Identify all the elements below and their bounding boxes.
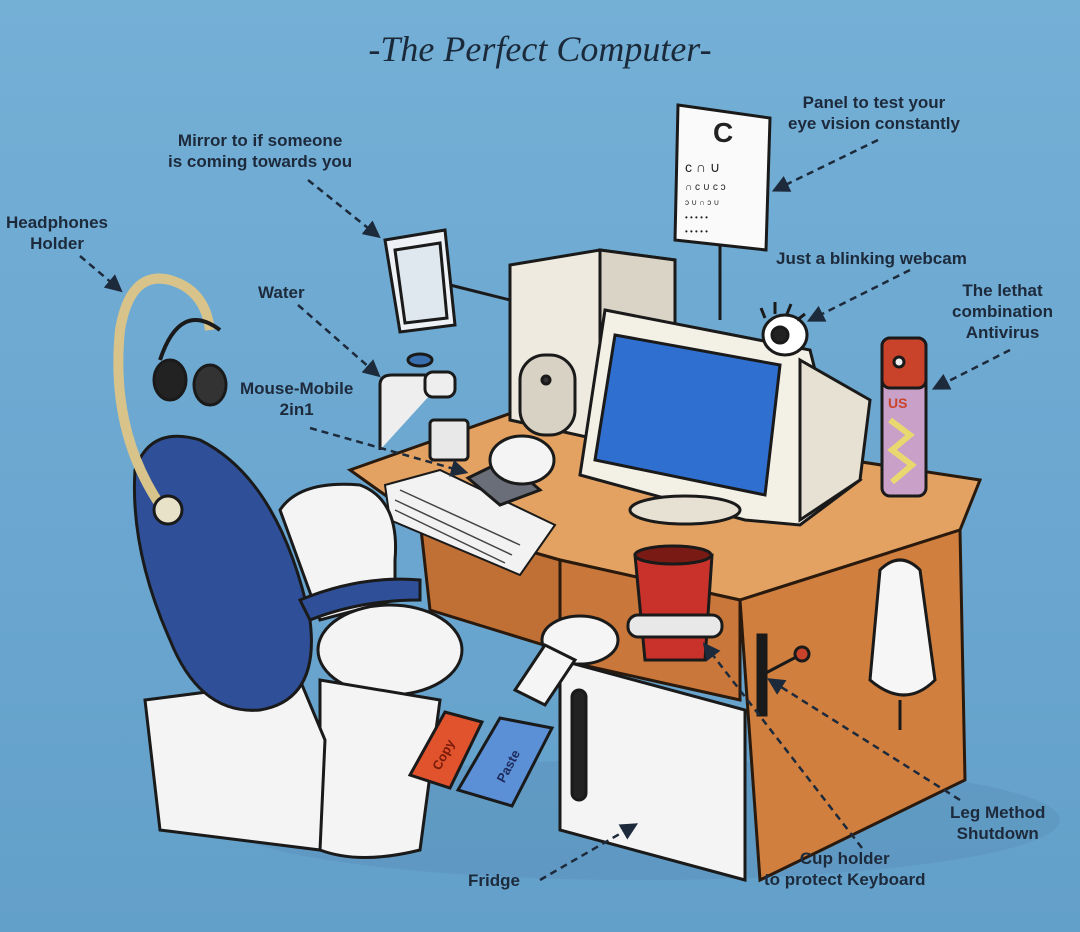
shutdown-lever xyxy=(756,633,811,717)
label-line: Leg Method xyxy=(950,803,1046,822)
urinal xyxy=(868,558,937,730)
red-cup xyxy=(626,544,724,662)
label-line: Headphones xyxy=(6,213,109,232)
label-line: Shutdown xyxy=(956,824,1039,843)
label-leg-shutdown: Leg Method Shutdown xyxy=(950,802,1045,844)
label-line: eye vision constantly xyxy=(788,114,960,133)
fridge xyxy=(558,658,747,882)
label-line: to protect Keyboard xyxy=(764,870,926,889)
monitor xyxy=(578,308,872,527)
page-title: -The Perfect Computer- xyxy=(368,29,712,69)
svg-text:• • • • •: • • • • • xyxy=(685,227,708,236)
svg-text:ɔ ∪ ∩ ɔ ∪: ɔ ∪ ∩ ɔ ∪ xyxy=(685,198,719,207)
svg-text:∩ c ∪ c ɔ: ∩ c ∪ c ɔ xyxy=(685,182,726,193)
label-line: The lethat xyxy=(962,281,1043,300)
webcam-eye xyxy=(759,302,809,357)
headphones-holder xyxy=(113,273,228,526)
label-cup-holder: Cup holder to protect Keyboard xyxy=(764,848,926,890)
copy-paste-pedals: Copy Paste xyxy=(407,710,555,808)
can-text: US xyxy=(888,395,907,411)
label-webcam: Just a blinking webcam xyxy=(776,249,967,268)
label-line: Mirror to if someone xyxy=(177,131,343,150)
label-antivirus: The lethat combination Antivirus xyxy=(952,280,1053,343)
label-line: 2in1 xyxy=(279,400,314,419)
label-line: Antivirus xyxy=(965,323,1040,342)
antivirus-can: US xyxy=(880,336,928,498)
label-eye-panel: Panel to test your eye vision constantly xyxy=(788,92,960,134)
svg-text:C: C xyxy=(713,117,733,148)
label-line: combination xyxy=(952,302,1054,321)
mouse-mobile xyxy=(465,434,556,507)
label-fridge: Fridge xyxy=(468,871,520,890)
label-line: Cup holder xyxy=(799,849,890,868)
svg-text:• • • • •: • • • • • xyxy=(685,213,708,222)
callout-arrows xyxy=(79,138,1011,882)
label-line: Panel to test your xyxy=(802,93,946,112)
svg-text:c ∩ ∪: c ∩ ∪ xyxy=(685,159,720,175)
label-mouse-mobile: Mouse-Mobile 2in1 xyxy=(240,378,353,420)
label-mirror: Mirror to if someone is coming towards y… xyxy=(168,130,352,172)
toilet-paper xyxy=(512,614,620,707)
label-line: is coming towards you xyxy=(168,152,353,171)
label-headphones-holder: Headphones Holder xyxy=(6,212,108,254)
label-line: Mouse-Mobile xyxy=(240,379,354,398)
label-water: Water xyxy=(258,283,305,302)
water-tap xyxy=(378,352,470,462)
eye-chart: C c ∩ ∪ ∩ c ∪ c ɔ ɔ ∪ ∩ ɔ ∪ • • • • • • … xyxy=(673,103,772,320)
label-line: Holder xyxy=(30,234,84,253)
mirror xyxy=(383,228,511,334)
